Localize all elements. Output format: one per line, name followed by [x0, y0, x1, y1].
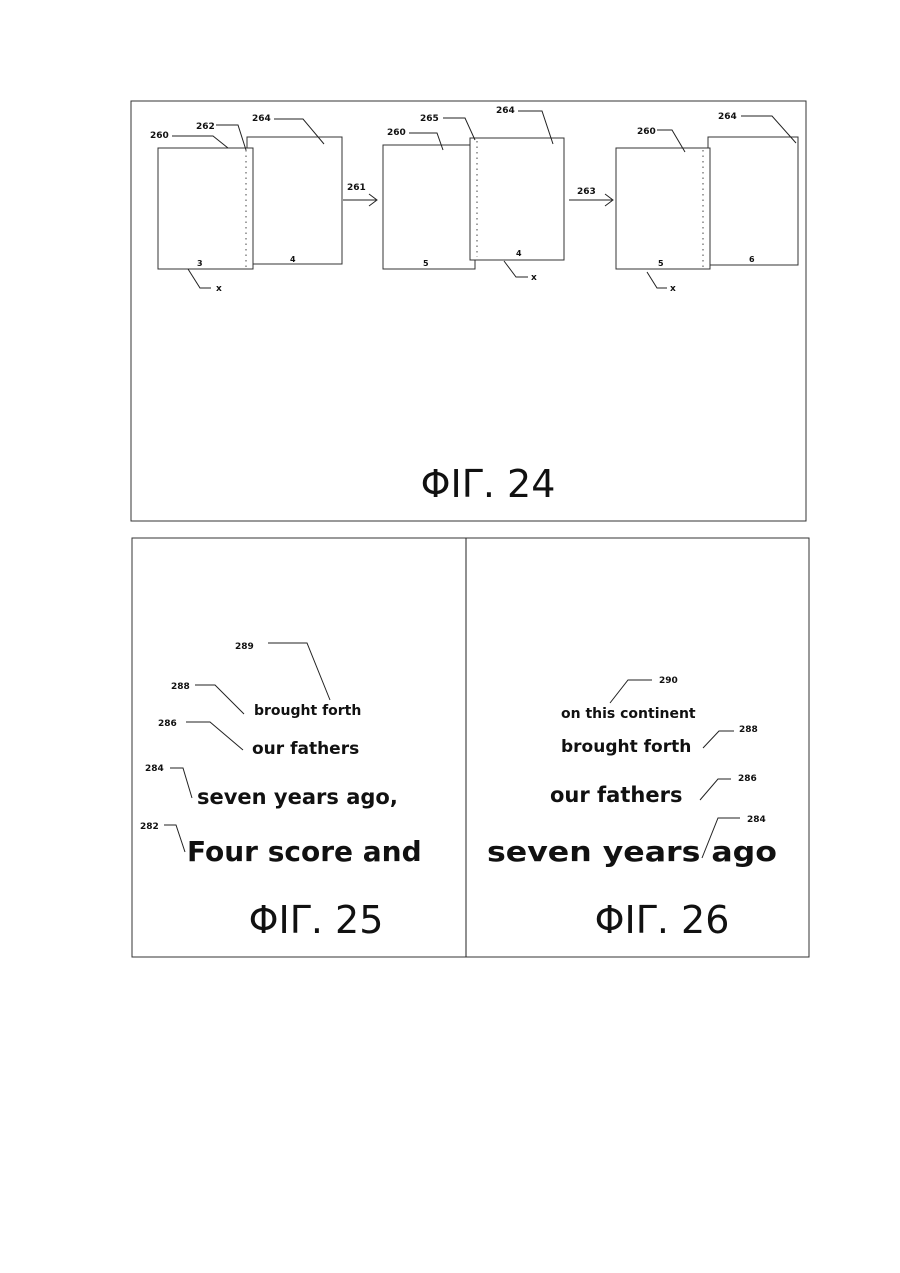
fig26-ref-290: 290 — [659, 676, 678, 686]
fig25-line-four-score-and: Four score and — [187, 835, 422, 868]
stage3-ref-x: x — [670, 284, 676, 294]
stage2-back-page — [383, 145, 475, 269]
stage1-page-front: 3 — [197, 259, 203, 268]
stage1-ref-margin: 262 — [196, 122, 215, 132]
fig24-caption: ΦΙΓ. 24 — [421, 462, 556, 506]
fig26-line-seven-years-ago: seven years ago — [487, 835, 777, 868]
stage2-ref-margin: 265 — [420, 114, 439, 124]
fig25-caption: ΦΙΓ. 25 — [249, 898, 384, 942]
stage2-page-front: 5 — [423, 259, 429, 268]
fig25-ref-282: 282 — [140, 822, 159, 832]
fig25-line-seven-years-ago: seven years ago, — [197, 785, 398, 809]
stage1-ref-x: x — [216, 284, 222, 294]
fig26-caption: ΦΙΓ. 26 — [595, 898, 730, 942]
stage3-front-page — [616, 148, 710, 269]
fig25-26-frame — [132, 538, 809, 957]
stage3-page-back: 6 — [749, 255, 755, 264]
fig25-ref-284: 284 — [145, 764, 164, 774]
fig26-line-on-this-continent: on this continent — [561, 706, 696, 722]
stage3-back-page — [708, 137, 798, 265]
stage2-page-back: 4 — [516, 249, 522, 258]
fig26-line-brought-forth: brought forth — [561, 737, 691, 757]
stage1-ref-back: 264 — [252, 114, 271, 124]
fig26-ref-286: 286 — [738, 774, 757, 784]
stage3-ref-back: 264 — [718, 112, 737, 122]
fig25-ref-286: 286 — [158, 719, 177, 729]
fig25-ref-288: 288 — [171, 682, 190, 692]
fig24-panel: 260 262 264 3 4 x 261 260 265 264 — [131, 101, 806, 521]
arrow1-ref: 261 — [347, 183, 366, 193]
stage1-front-page — [158, 148, 253, 269]
stage3-ref-front: 260 — [637, 127, 656, 137]
stage1-back-page — [247, 137, 342, 264]
fig26-line-our-fathers: our fathers — [550, 783, 682, 807]
fig25-ref-289: 289 — [235, 642, 254, 652]
stage2-ref-back: 264 — [496, 106, 515, 116]
stage1-page-back: 4 — [290, 255, 296, 264]
fig26-ref-284: 284 — [747, 815, 766, 825]
arrow2-ref: 263 — [577, 187, 596, 197]
stage1-ref-front: 260 — [150, 131, 169, 141]
fig25-line-our-fathers: our fathers — [252, 739, 359, 759]
stage3-page-front: 5 — [658, 259, 664, 268]
stage2-ref-front: 260 — [387, 128, 406, 138]
stage2-ref-x: x — [531, 273, 537, 283]
fig25-line-brought-forth: brought forth — [254, 703, 361, 719]
stage2-front-page — [470, 138, 564, 260]
fig26-ref-288: 288 — [739, 725, 758, 735]
